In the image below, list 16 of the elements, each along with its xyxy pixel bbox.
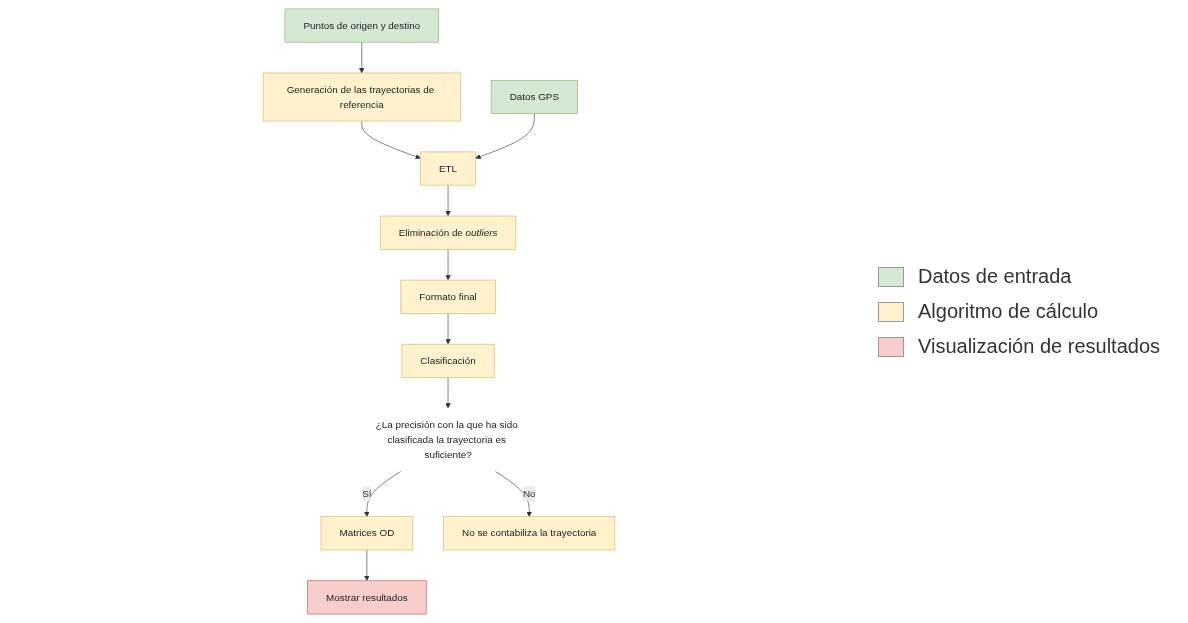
node-box: ETL [420, 151, 476, 186]
node-box: Eliminación de outliers [379, 215, 517, 250]
edge-label: No [522, 488, 536, 499]
node-box: No se contabiliza la trayectoria [443, 516, 616, 551]
node-box: Formato final [400, 279, 496, 314]
node-box: Clasificación [401, 343, 495, 378]
node-box: Mostrar resultados [307, 580, 427, 615]
node-box: Matrices OD [320, 516, 414, 551]
edge-label: Sí [362, 488, 372, 499]
node-box: Generación de las trayectorias de referencia [262, 72, 461, 122]
legend-label: Algoritmo de cálculo [918, 300, 1099, 323]
legend-label: Datos de entrada [918, 265, 1072, 288]
node-box: Puntos de origen y destino [284, 8, 439, 43]
node-box: Datos GPS [490, 80, 578, 114]
legend-label: Visualización de resultados [918, 335, 1160, 358]
node-text: ¿La precisión con la que ha sido clasificada la trayectoria es suficiente? [375, 419, 518, 460]
